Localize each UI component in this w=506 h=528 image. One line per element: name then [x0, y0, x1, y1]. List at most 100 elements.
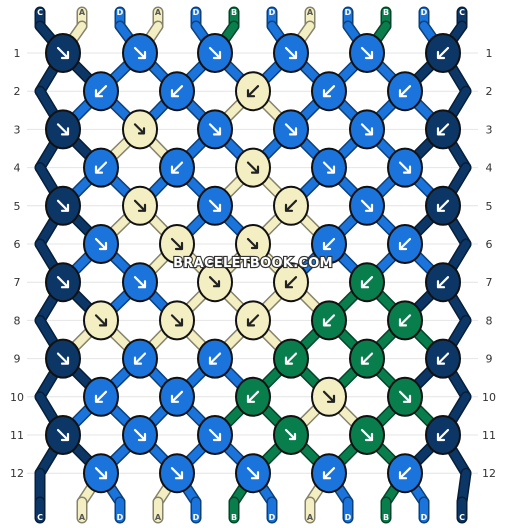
knot [197, 109, 233, 150]
top-strand-tag: A [307, 8, 314, 17]
knot-arrow-icon [56, 123, 70, 136]
knot [122, 262, 158, 303]
row-number-left: 2 [14, 85, 21, 98]
row-number-right: 2 [486, 85, 493, 98]
row-number-right: 1 [486, 47, 493, 60]
row-number-right: 8 [486, 314, 493, 327]
top-strand-tag: D [269, 8, 276, 17]
bottom-strand-tag: B [231, 513, 237, 522]
row-number-left: 12 [10, 467, 24, 480]
knot-arrow-icon [170, 467, 184, 480]
knot [349, 338, 385, 379]
knot-arrow-icon [284, 428, 297, 441]
knot [311, 147, 347, 188]
knot [83, 453, 119, 494]
knot-layer [45, 33, 461, 494]
row-number-right: 12 [482, 467, 496, 480]
knot [273, 338, 309, 379]
knot [273, 415, 309, 455]
knot [387, 376, 423, 417]
knot [159, 376, 195, 417]
knot-arrow-icon [94, 390, 108, 403]
knot-arrow-icon [208, 352, 222, 365]
knot [197, 185, 233, 226]
knot [235, 300, 271, 341]
knot [159, 300, 195, 341]
knot-arrow-icon [170, 161, 184, 174]
row-number-left: 9 [14, 353, 21, 366]
top-strand-tag: D [117, 8, 124, 17]
knot-arrow-icon [133, 352, 147, 365]
row-number-left: 1 [14, 47, 21, 60]
knot-arrow-icon [398, 85, 412, 98]
knot-arrow-icon [360, 123, 374, 136]
row-number-left: 6 [14, 238, 21, 251]
knot-arrow-icon [398, 390, 412, 403]
knot-arrow-icon [284, 199, 298, 212]
knot [122, 338, 158, 379]
knot-arrow-icon [56, 276, 70, 289]
knot-arrow-icon [133, 276, 147, 289]
knot-arrow-icon [208, 123, 222, 136]
knot-arrow-icon [398, 467, 412, 480]
knot-arrow-icon [94, 85, 108, 98]
knot-arrow-icon [322, 390, 336, 403]
knot [122, 109, 158, 150]
knot-arrow-icon [284, 46, 298, 60]
knot [273, 262, 309, 303]
knot [45, 262, 81, 303]
row-number-right: 10 [482, 391, 496, 404]
knot [45, 415, 81, 455]
knot-arrow-icon [360, 428, 374, 442]
knot-arrow-icon [133, 199, 147, 212]
knot [159, 147, 195, 188]
knot [273, 33, 309, 73]
row-number-left: 8 [14, 314, 21, 327]
bottom-strand-tag: A [307, 513, 314, 522]
row-number-left: 11 [10, 429, 24, 442]
knot [349, 33, 385, 73]
bottom-strand-tag: A [79, 513, 86, 522]
knot-arrow-icon [208, 428, 222, 442]
knot [311, 71, 347, 112]
knot [45, 33, 81, 73]
knot [45, 338, 81, 379]
top-strand-tag: D [193, 8, 200, 17]
row-number-left: 10 [10, 391, 24, 404]
knot-arrow-icon [322, 85, 336, 98]
knot-arrow-icon [133, 46, 147, 60]
knot-arrow-icon [284, 352, 298, 365]
knot [122, 33, 158, 73]
knot [83, 71, 119, 112]
knot [425, 338, 461, 379]
knot [311, 453, 347, 494]
knot [197, 262, 233, 303]
knot-arrow-icon [322, 237, 336, 251]
knot-arrow-icon [94, 161, 108, 174]
knot-arrow-icon [436, 46, 450, 60]
bottom-strand-tag: D [421, 513, 428, 522]
knot-arrow-icon [246, 161, 260, 174]
knot-arrow-icon [322, 467, 336, 480]
knot [425, 262, 461, 303]
knot-arrow-icon [56, 428, 70, 442]
knot [83, 224, 119, 264]
knot [197, 415, 233, 455]
row-number-right: 5 [486, 200, 493, 213]
row-number-left: 4 [14, 162, 21, 175]
knot-arrow-icon [360, 199, 374, 212]
knot-arrow-icon [133, 123, 146, 135]
knot [45, 185, 81, 226]
knot [235, 147, 271, 188]
knot [349, 185, 385, 226]
knot [349, 109, 385, 150]
row-number-left: 5 [14, 200, 21, 213]
knot [311, 300, 347, 341]
knot [45, 109, 81, 150]
knot [235, 453, 271, 494]
knot [122, 185, 158, 226]
top-strand-tag: A [155, 8, 162, 17]
knot-arrow-icon [246, 85, 260, 98]
